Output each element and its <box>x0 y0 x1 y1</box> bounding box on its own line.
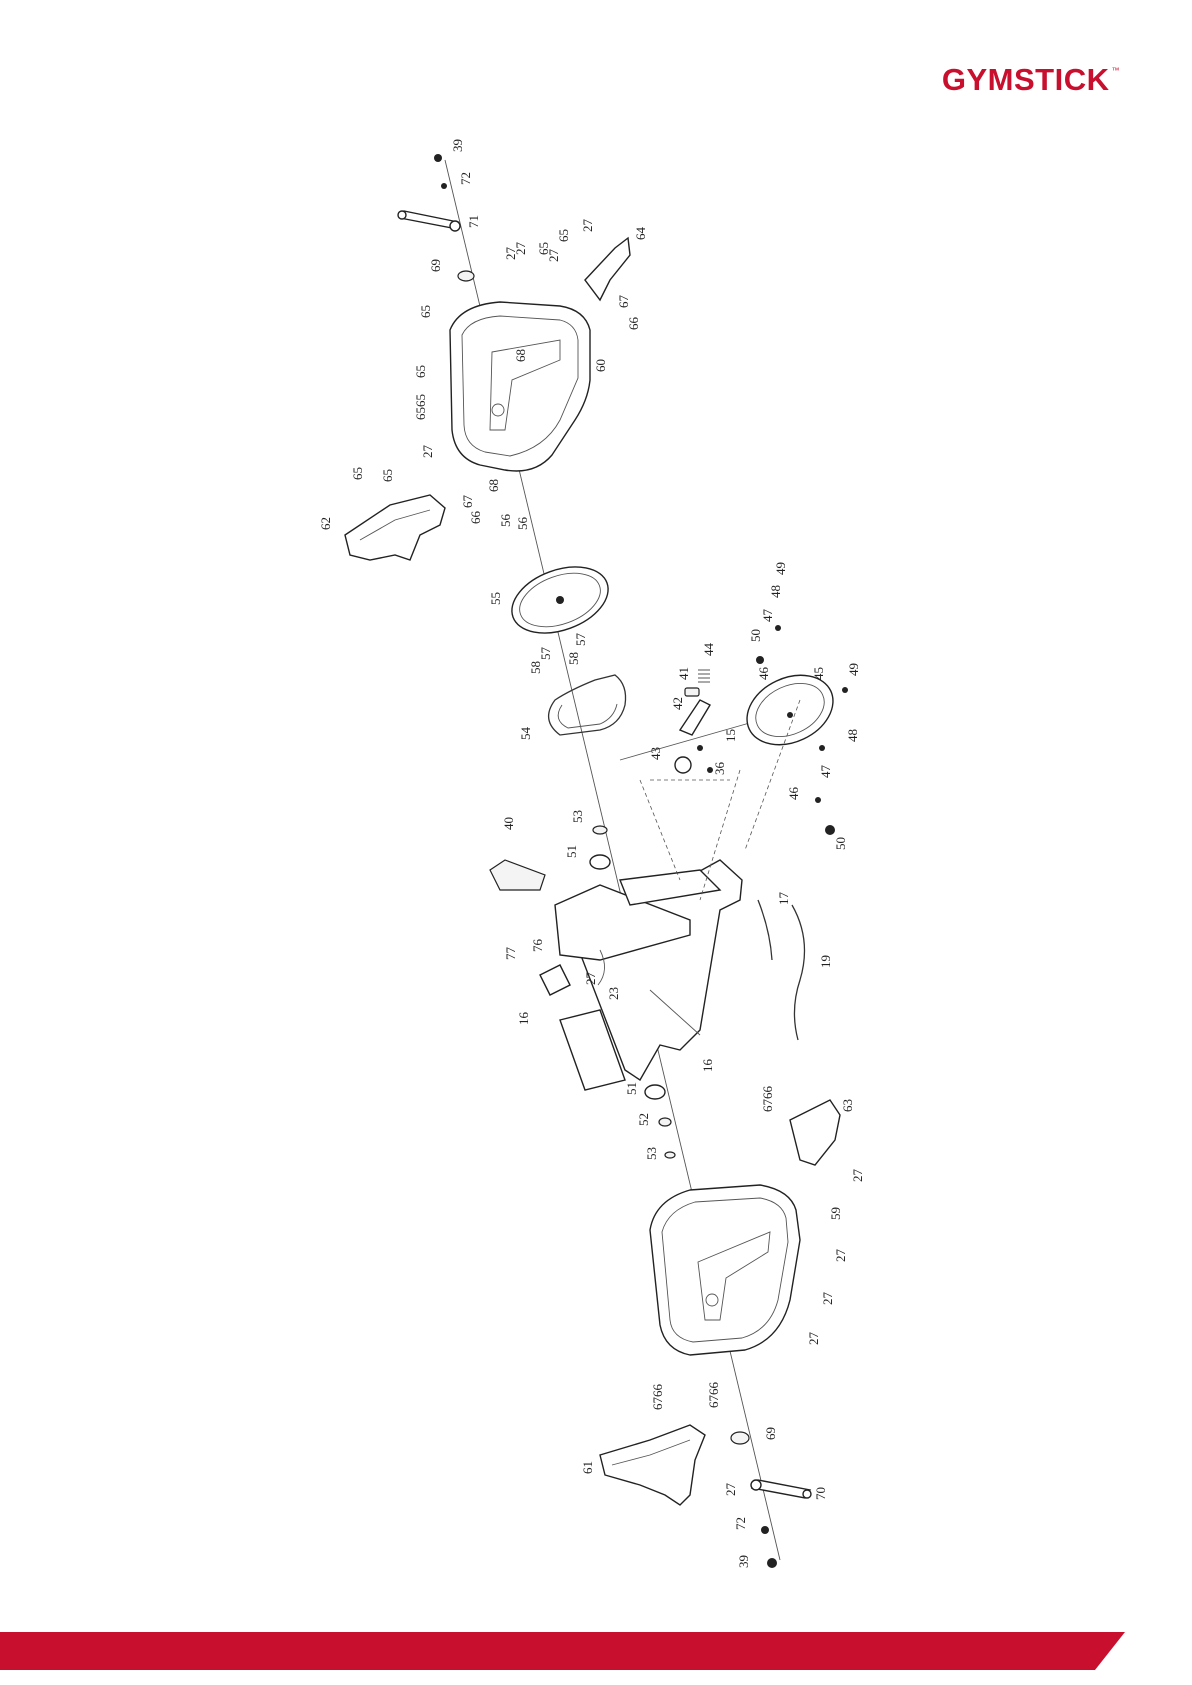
part-label: 27 <box>850 1169 865 1183</box>
part-label: 72 <box>458 172 473 185</box>
part-label: 50 <box>748 629 763 642</box>
part-label: 68 <box>486 479 501 492</box>
part-label: 56 <box>498 514 513 528</box>
part-label: 54 <box>518 727 533 741</box>
part-45-flywheel <box>736 662 845 758</box>
part-label: 76 <box>530 939 545 953</box>
part-72-top <box>441 183 447 189</box>
part-label: 27 <box>820 1292 835 1306</box>
part-label: 46 <box>756 667 771 681</box>
part-label: 71 <box>466 215 481 228</box>
part-label: 53 <box>570 810 585 823</box>
part-label: 48 <box>845 729 860 742</box>
part-64-bracket <box>585 238 630 300</box>
part-label: 55 <box>488 592 503 605</box>
part-76 <box>540 965 570 995</box>
part-label: 6766 <box>706 1382 721 1409</box>
part-label: 58 <box>566 652 581 665</box>
part-label: 58 <box>528 661 543 674</box>
part-label: 57 <box>573 633 588 647</box>
part-41 <box>685 688 699 696</box>
part-label: 51 <box>624 1082 639 1095</box>
part-label: 42 <box>670 697 685 710</box>
part-label: 48 <box>768 585 783 598</box>
part-40-console <box>490 860 545 890</box>
part-label: 61 <box>580 1461 595 1474</box>
part-label: 66 <box>626 317 641 331</box>
part-label: 39 <box>450 139 465 152</box>
part-label: 27 <box>833 1249 848 1263</box>
part-label: 68 <box>513 349 528 362</box>
part-label: 49 <box>773 562 788 575</box>
part-label: 77 <box>503 947 518 961</box>
part-label: 67 <box>616 295 631 309</box>
part-61-bracket <box>600 1425 705 1505</box>
part-label: 36 <box>712 762 727 776</box>
part-label: 56 <box>515 517 530 531</box>
part-label: 47 <box>818 765 833 779</box>
part-19-cable <box>792 905 805 1040</box>
part-label: 65 <box>556 229 571 242</box>
part-label: 59 <box>828 1207 843 1220</box>
part-label: 69 <box>428 259 443 272</box>
part-label: 17 <box>776 892 791 906</box>
footer-red-band <box>0 1632 1125 1670</box>
part-label: 62 <box>318 517 333 530</box>
part-label: 65 <box>413 365 428 378</box>
part-label: 19 <box>818 955 833 968</box>
part-label: 53 <box>644 1147 659 1160</box>
part-label: 27 <box>583 972 598 986</box>
part-label: 65 <box>350 467 365 480</box>
part-label: 27 <box>513 242 528 256</box>
part-51-top <box>590 855 610 869</box>
part-label: 65 <box>380 469 395 482</box>
part-label: 60 <box>593 359 608 372</box>
part-43 <box>675 757 691 773</box>
part-label: 27 <box>546 249 561 263</box>
part-label: 15 <box>723 729 738 742</box>
part-label: 64 <box>633 227 648 241</box>
part-62-bracket <box>345 495 445 560</box>
part-label: 70 <box>813 1487 828 1500</box>
part-label: 16 <box>516 1012 531 1026</box>
part-label: 6565 <box>413 394 428 420</box>
part-69-top <box>458 271 474 281</box>
part-39-top <box>434 154 442 162</box>
part-label: 6766 <box>650 1384 665 1411</box>
part-60-cover <box>450 302 590 471</box>
part-label: 69 <box>763 1427 778 1440</box>
part-71-crank-arm <box>400 211 458 228</box>
part-label: 41 <box>676 667 691 680</box>
part-label: 52 <box>636 1113 651 1126</box>
part-label: 50 <box>833 837 848 850</box>
part-label: 66 <box>468 511 483 525</box>
part-label: 49 <box>846 663 861 676</box>
part-label: 46 <box>786 787 801 801</box>
part-label: 72 <box>733 1517 748 1530</box>
part-label: 27 <box>420 445 435 459</box>
part-label: 27 <box>723 1483 738 1497</box>
part-label: 27 <box>580 219 595 233</box>
part-63-bracket <box>790 1100 840 1165</box>
part-label: 65 <box>418 305 433 318</box>
part-label: 45 <box>811 667 826 680</box>
part-label: 47 <box>760 609 775 623</box>
part-label: 63 <box>840 1099 855 1112</box>
part-17-cable <box>758 900 772 960</box>
part-label: 6766 <box>760 1086 775 1113</box>
part-label: 51 <box>564 845 579 858</box>
part-label: 23 <box>606 987 621 1000</box>
part-label: 16 <box>700 1059 715 1073</box>
footer-bar <box>0 1632 1192 1670</box>
part-label: 57 <box>538 647 553 661</box>
part-label: 67 <box>460 495 475 509</box>
part-label: 44 <box>701 643 716 657</box>
part-label: 27 <box>806 1332 821 1346</box>
part-44-spring <box>698 670 710 682</box>
part-label: 39 <box>736 1555 751 1568</box>
part-label: 43 <box>648 747 663 760</box>
part-label: 40 <box>501 817 516 830</box>
